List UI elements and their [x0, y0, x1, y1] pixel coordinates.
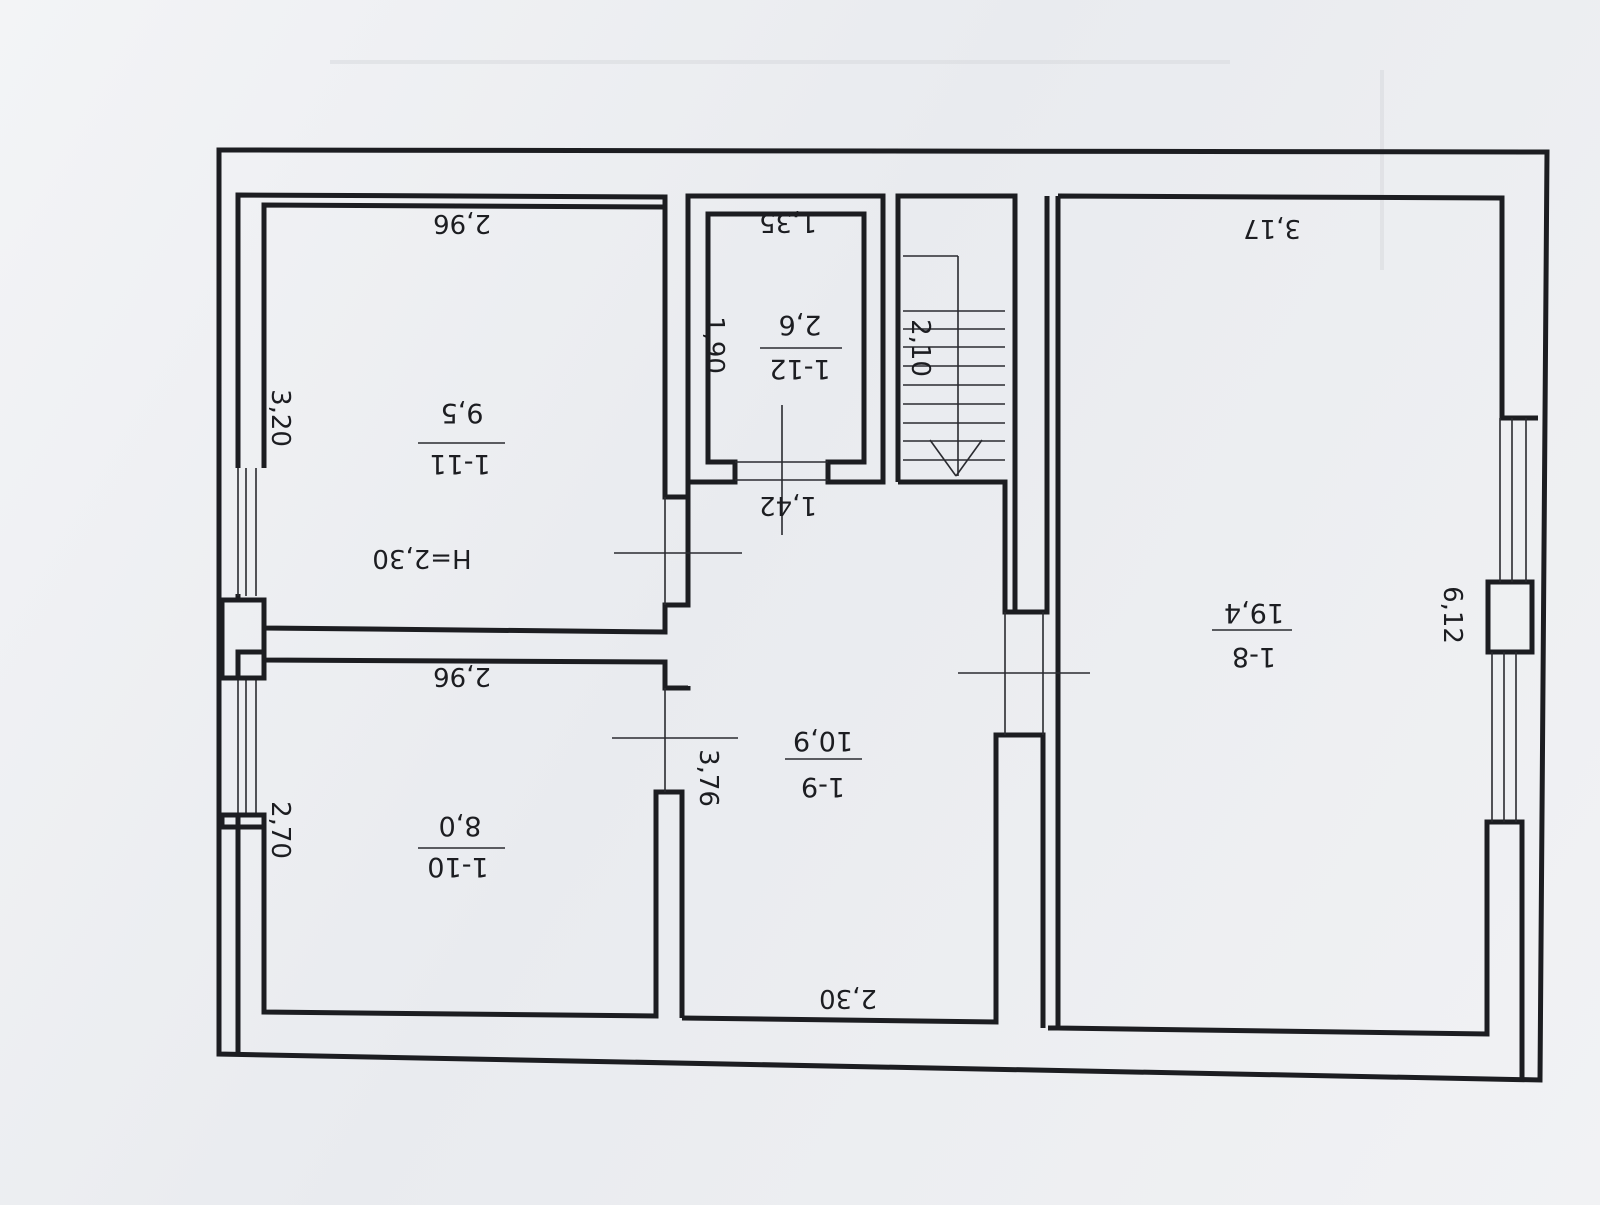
room-1-11-id: 1-11	[429, 448, 490, 479]
room-1-11-area: 9,5	[441, 397, 484, 428]
room-1-10-id: 1-10	[427, 851, 488, 882]
ceiling-height-label: H=2,30	[372, 543, 471, 573]
room-1-9-area: 10,9	[793, 725, 853, 756]
room-1-10-area: 8,0	[439, 810, 482, 841]
room-1-12-area: 2,6	[779, 309, 822, 340]
room-1-12-depth: 1,90	[699, 316, 729, 374]
outer-wall-outer	[216, 147, 1550, 1083]
room-1-8-walls	[1048, 193, 1538, 1078]
hall-opening-width: 1,42	[759, 490, 817, 520]
staircase-bottom	[898, 479, 1045, 615]
room-1-8-pier	[1485, 579, 1535, 655]
hall-1-9-walls	[681, 732, 1046, 1028]
staircase-walls	[895, 193, 1050, 615]
hall-width: 2,30	[819, 983, 877, 1013]
hall-depth: 3,76	[693, 749, 723, 807]
room-1-12-id: 1-12	[769, 353, 830, 384]
room-1-11-width: 2,96	[433, 208, 491, 238]
room-1-10-depth: 2,70	[265, 801, 295, 859]
room-1-8-width: 3,17	[1243, 213, 1301, 243]
wall-pier-left	[219, 597, 267, 681]
stair-length: 2,10	[905, 319, 935, 377]
paper-bleed-through	[330, 60, 1384, 270]
room-1-10-body	[235, 789, 685, 1054]
room-1-8-area: 19,4	[1224, 597, 1284, 628]
room-1-11-inner	[261, 202, 666, 468]
room-1-8-id: 1-8	[1232, 641, 1276, 672]
wall-pier-left-lower	[219, 812, 267, 830]
door-ticks	[612, 405, 1090, 739]
plan-drawing	[216, 147, 1550, 1083]
room-1-10-walls	[235, 649, 691, 691]
room-1-9-id: 1-9	[801, 771, 845, 802]
room-1-11-depth: 3,20	[265, 389, 295, 447]
stair-treads	[903, 255, 1005, 477]
room-1-10-width: 2,96	[433, 661, 491, 691]
room-1-8-depth: 6,12	[1437, 586, 1467, 644]
room-1-12-width: 1,35	[759, 207, 817, 237]
labels: 1-11 9,5 H=2,30 2,96 3,20 1-10 8,0 2,96 …	[265, 207, 1467, 1013]
